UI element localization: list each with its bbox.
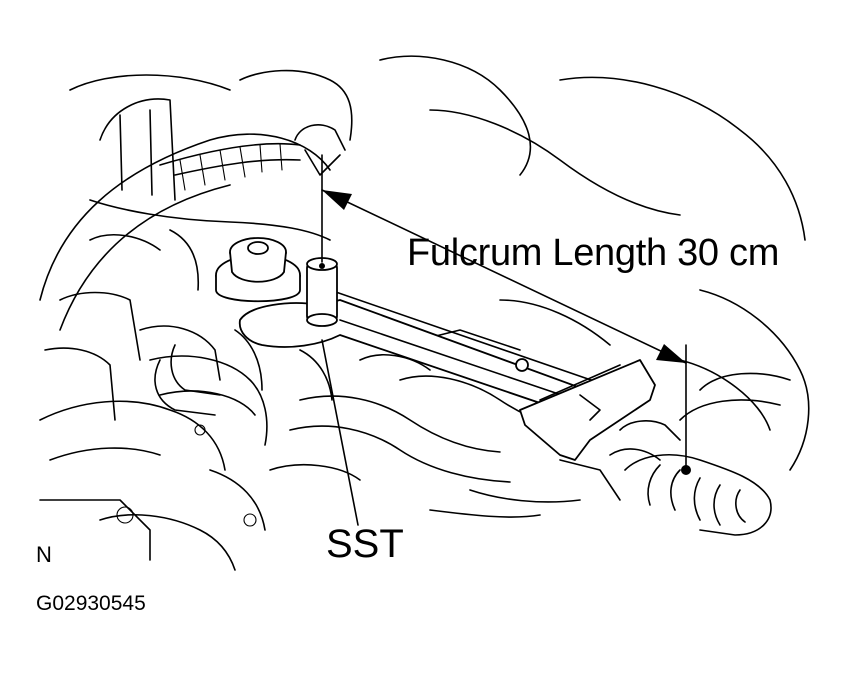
fuel-hose <box>154 344 221 416</box>
fulcrum-dimension <box>321 154 691 475</box>
corner-mark: N <box>36 542 52 567</box>
clip <box>294 124 346 176</box>
sst-label: SST <box>326 522 404 566</box>
hand <box>609 372 791 536</box>
engine-background-linework <box>39 55 810 571</box>
sst-leader-line <box>321 339 359 526</box>
figure-code: G02930545 <box>36 592 146 615</box>
fulcrum-length-label: Fulcrum Length 30 cm <box>407 232 780 274</box>
regulator-assembly <box>215 237 301 303</box>
sst-wrench <box>238 257 656 461</box>
